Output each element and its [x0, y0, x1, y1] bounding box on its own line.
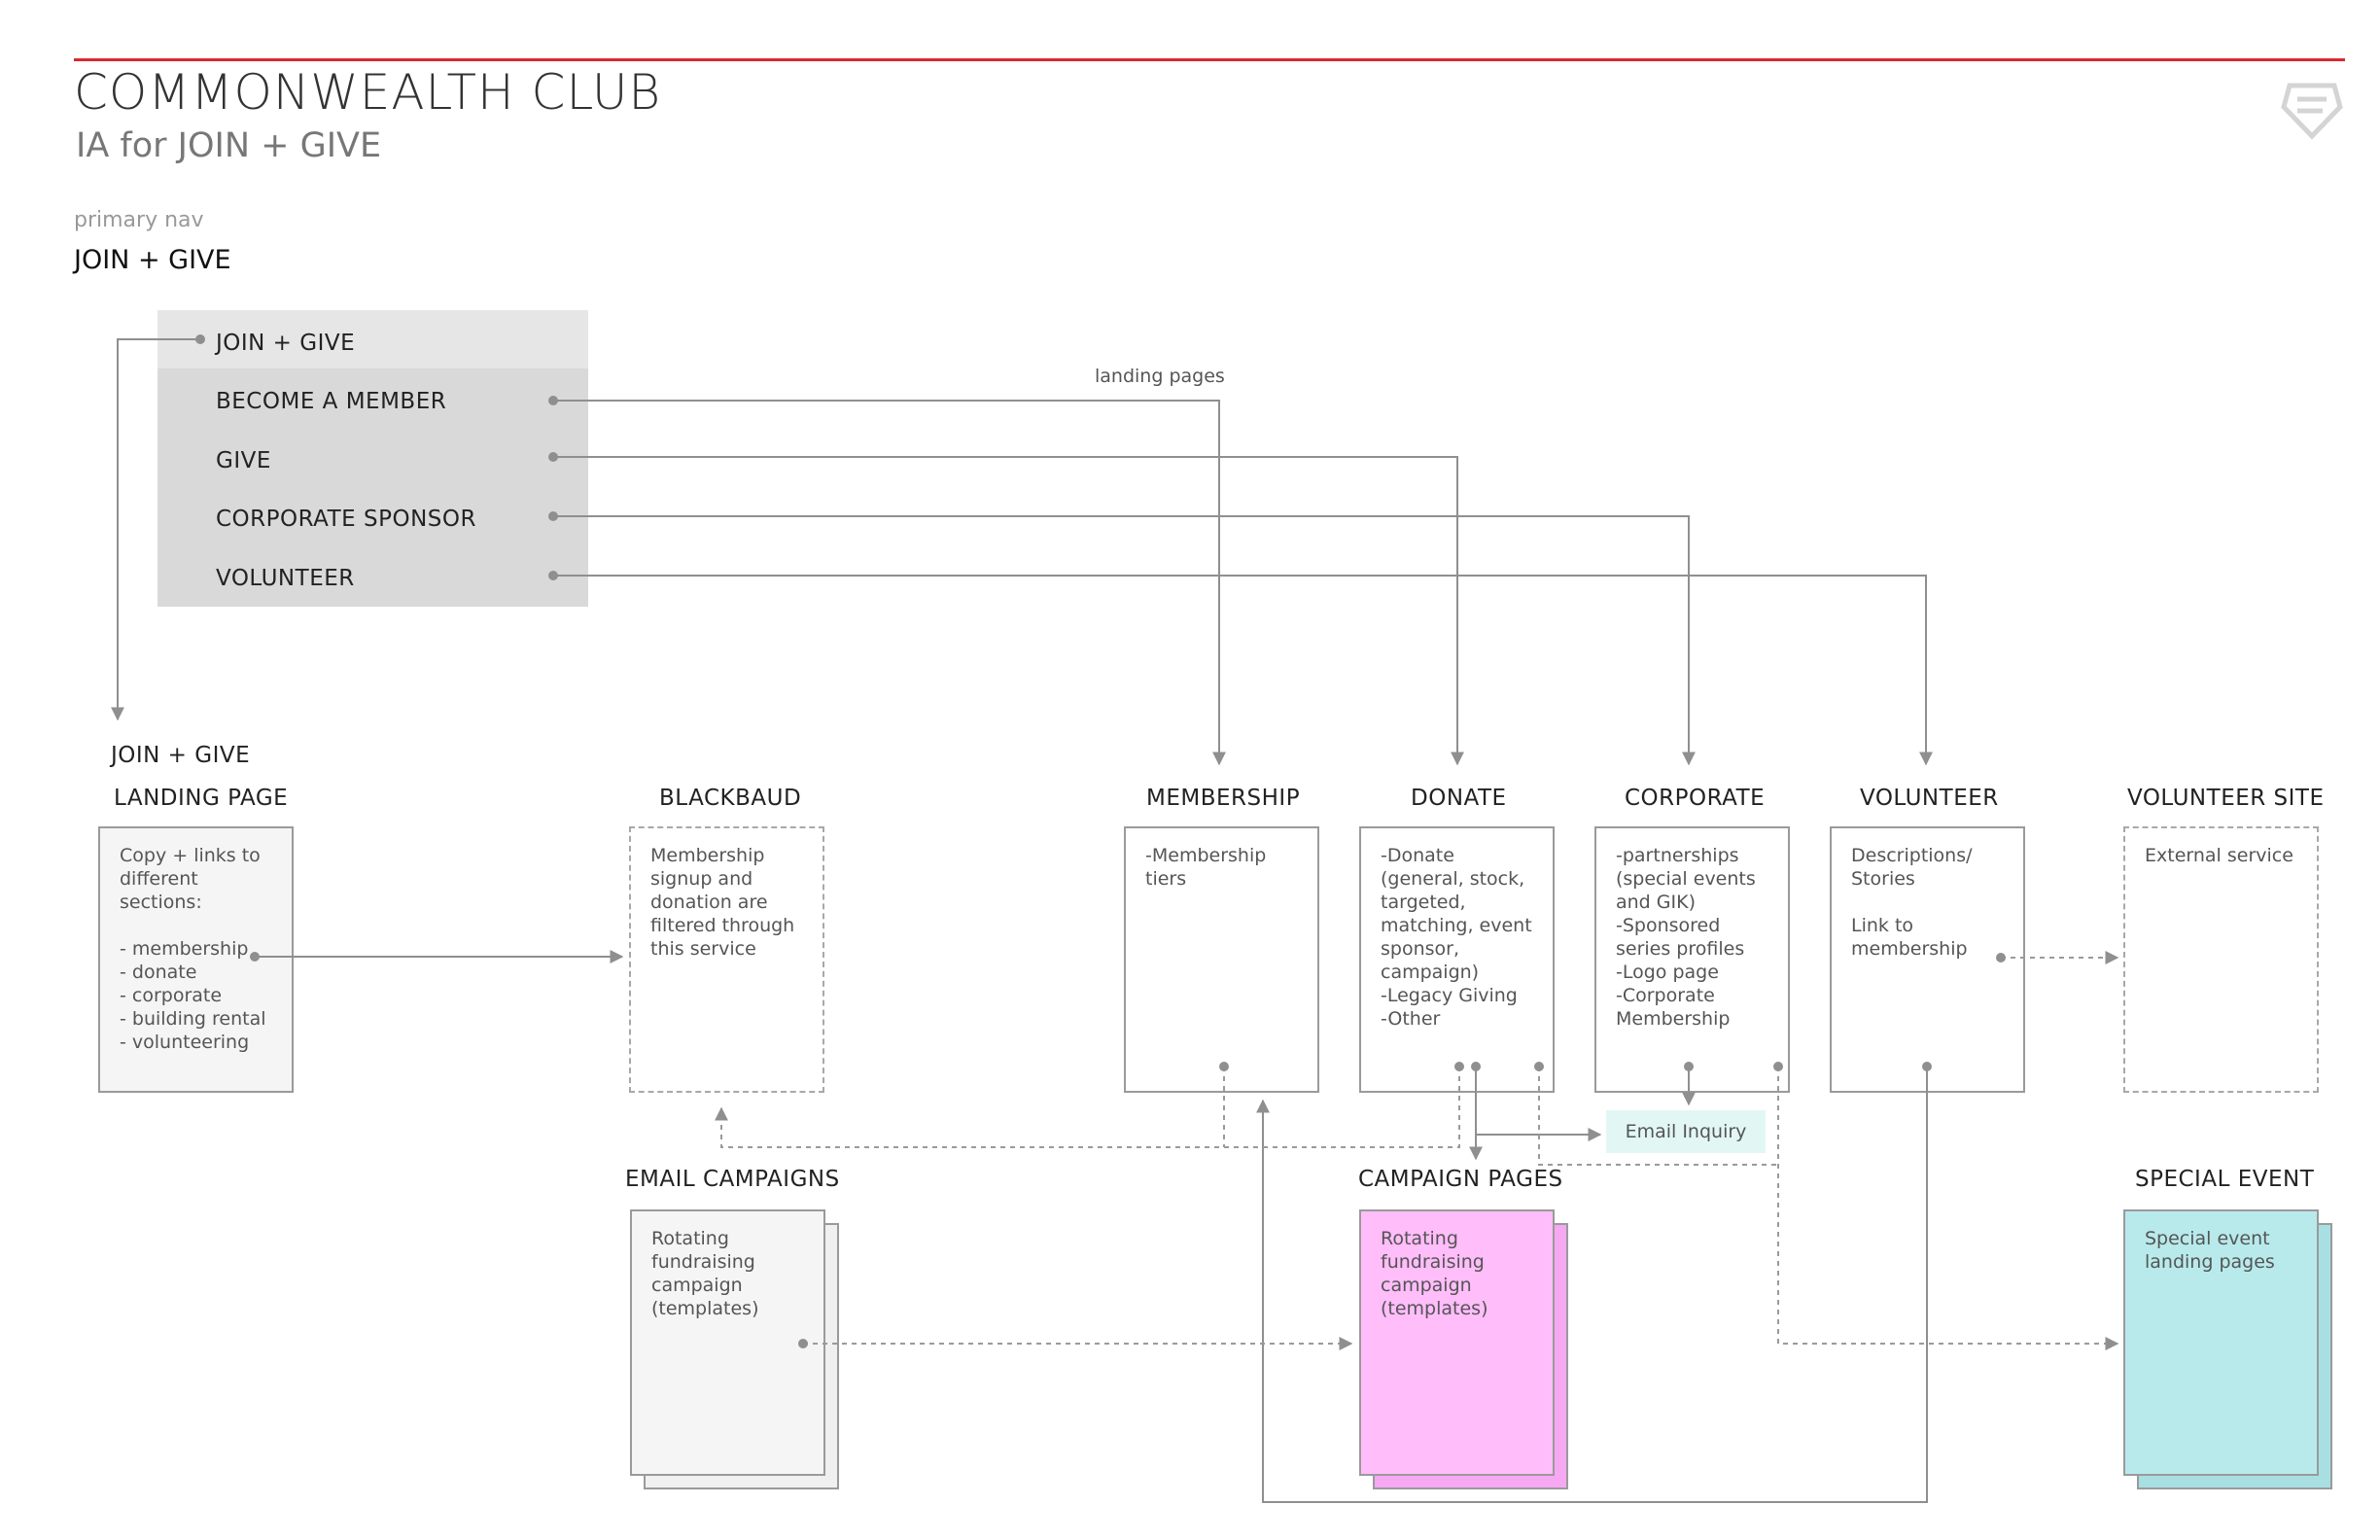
connector-volunteer-membership	[1256, 1067, 1928, 1503]
email-campaigns-box: Rotating fundraising campaign (templates…	[630, 1209, 825, 1476]
nav-menu-header	[158, 310, 588, 368]
landing-pages-annotation: landing pages	[1095, 366, 1225, 387]
donate-heading: DONATE	[1411, 786, 1507, 811]
connector-dashed-special-event	[1777, 1067, 2119, 1350]
page-subtitle: IA for JOIN + GIVE	[76, 126, 382, 165]
campaign-pages-box: Rotating fundraising campaign (templates…	[1359, 1209, 1555, 1476]
volunteer-text: Descriptions/ Stories Link to membership	[1851, 845, 1973, 960]
menu-item-become-member[interactable]: BECOME A MEMBER	[216, 389, 447, 414]
shield-logo-icon	[2281, 83, 2343, 140]
special-event-text: Special event landing pages	[2145, 1228, 2275, 1273]
blackbaud-heading: BLACKBAUD	[659, 786, 802, 811]
menu-item-join-give[interactable]: JOIN + GIVE	[216, 331, 356, 356]
corporate-box: -partnerships (special events and GIK) -…	[1594, 826, 1790, 1093]
connector-dashed-donate	[1538, 1067, 1777, 1166]
volunteer-site-text: External service	[2145, 845, 2293, 866]
donate-box: -Donate (general, stock, targeted, match…	[1359, 826, 1555, 1093]
volunteer-site-heading: VOLUNTEER SITE	[2127, 786, 2325, 811]
landing-page-box: Copy + links to different sections: - me…	[98, 826, 294, 1093]
nav-title: JOIN + GIVE	[74, 245, 231, 275]
email-campaigns-text: Rotating fundraising campaign (templates…	[651, 1228, 759, 1319]
campaign-pages-heading: CAMPAIGN PAGES	[1358, 1167, 1563, 1192]
volunteer-site-box: External service	[2123, 826, 2319, 1093]
landing-page-heading: LANDING PAGE	[114, 786, 289, 811]
corporate-text: -partnerships (special events and GIK) -…	[1616, 845, 1756, 1030]
connector-volunteer	[553, 575, 1933, 766]
email-inquiry-node: Email Inquiry	[1606, 1110, 1766, 1153]
connector-corporate-sponsor	[553, 515, 1696, 766]
menu-item-give[interactable]: GIVE	[216, 448, 271, 473]
header-rule	[74, 58, 2345, 61]
menu-item-corporate-sponsor[interactable]: CORPORATE SPONSOR	[216, 507, 476, 532]
corporate-heading: CORPORATE	[1625, 786, 1766, 811]
blackbaud-box: Membership signup and donation are filte…	[629, 826, 824, 1093]
membership-text: -Membership tiers	[1145, 845, 1267, 890]
landing-page-text: Copy + links to different sections: - me…	[120, 845, 266, 1053]
page-title: COMMONWEALTH CLUB	[74, 64, 662, 121]
membership-heading: MEMBERSHIP	[1146, 786, 1301, 811]
special-event-heading: SPECIAL EVENT	[2135, 1167, 2315, 1192]
connector-dots	[195, 334, 2006, 1348]
blackbaud-text: Membership signup and donation are filte…	[650, 845, 795, 960]
membership-box: -Membership tiers	[1124, 826, 1319, 1093]
special-event-box: Special event landing pages	[2123, 1209, 2319, 1476]
connector-become-member	[553, 400, 1226, 766]
email-campaigns-heading: EMAIL CAMPAIGNS	[625, 1167, 840, 1192]
nav-label: primary nav	[74, 208, 204, 232]
connector-give	[553, 456, 1464, 766]
volunteer-heading: VOLUNTEER	[1860, 786, 1999, 811]
connector-dashed-blackbaud	[721, 1067, 1460, 1148]
donate-text: -Donate (general, stock, targeted, match…	[1381, 845, 1532, 1030]
menu-item-volunteer[interactable]: VOLUNTEER	[216, 566, 355, 591]
connector-join-give	[111, 338, 200, 721]
campaign-pages-text: Rotating fundraising campaign (templates…	[1381, 1228, 1488, 1319]
join-give-annotation: JOIN + GIVE	[111, 743, 251, 768]
